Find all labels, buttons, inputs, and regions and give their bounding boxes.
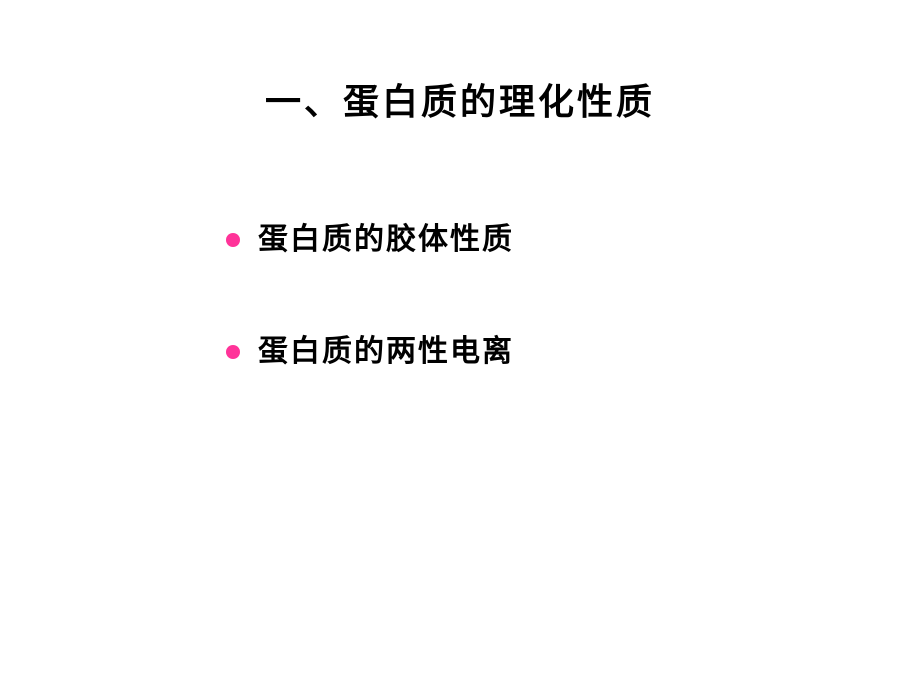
bullet-text: 蛋白质的胶体性质 [258,222,514,257]
slide-title: 一、蛋白质的理化性质 [264,82,655,123]
bullet-list: 蛋白质的胶体性质 蛋白质的两性电离 [226,218,514,442]
bullet-item: 蛋白质的两性电离 [226,330,514,374]
bullet-item: 蛋白质的胶体性质 [226,218,514,262]
bullet-dot-icon [226,345,240,359]
bullet-text: 蛋白质的两性电离 [258,334,514,369]
bullet-dot-icon [226,233,240,247]
